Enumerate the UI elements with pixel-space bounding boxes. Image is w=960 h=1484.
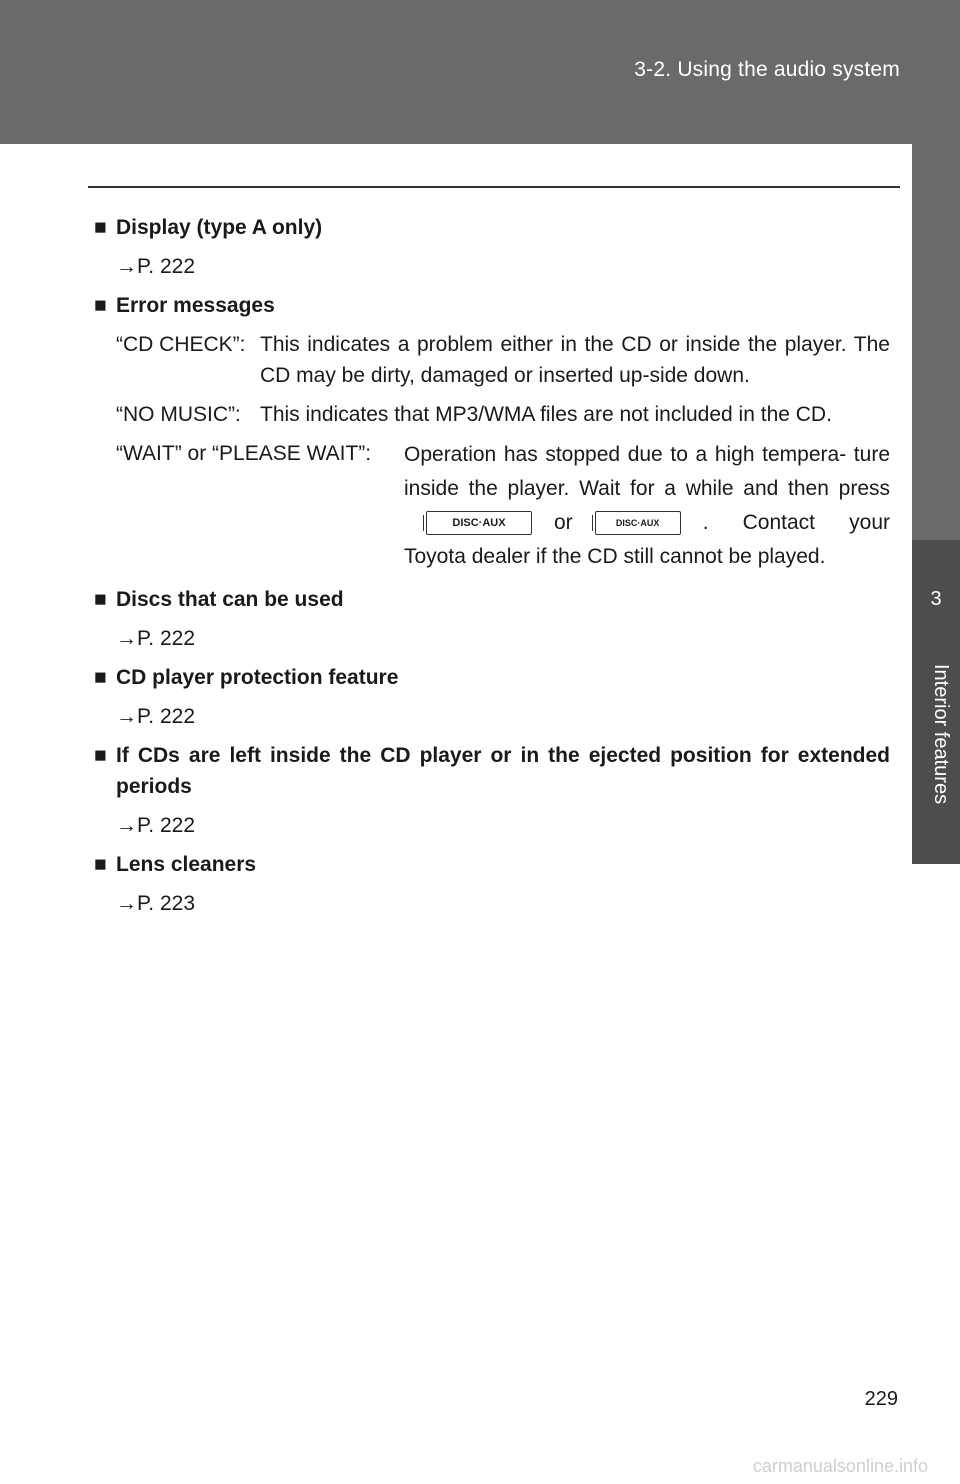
section-title-lens: ■Lens cleaners — [94, 849, 890, 880]
watermark: carmanualsonline.info — [752, 1456, 928, 1476]
bullet-icon: ■ — [94, 744, 107, 767]
chapter-label: Interior features — [930, 664, 952, 805]
error-term: “NO MUSIC”: — [116, 403, 241, 426]
chapter-side-tab: 3 Interior features — [912, 144, 960, 864]
error-term: “CD CHECK”: — [116, 333, 246, 356]
page-reference: →P. 222 — [116, 627, 196, 650]
bullet-icon: ■ — [94, 853, 107, 876]
error-description: This indicates that MP3/WMA files are no… — [260, 403, 832, 426]
disc-aux-button-small: DISC·AUX — [591, 511, 681, 536]
error-cd-check: “CD CHECK”: This indicates a problem eit… — [94, 329, 890, 391]
page-reference: →P. 222 — [116, 255, 196, 278]
section-title-left-inside: ■If CDs are left inside the CD player or… — [94, 740, 890, 802]
error-description: This indicates a problem either in the C… — [260, 333, 890, 387]
bullet-icon: ■ — [94, 588, 107, 611]
section-title-errors: ■Error messages — [94, 290, 890, 321]
error-term: “WAIT” or “PLEASE WAIT”: — [116, 442, 372, 465]
section-title-protection: ■CD player protection feature — [94, 662, 890, 693]
header-rule — [88, 186, 900, 188]
section-title-display: ■Display (type A only) — [94, 212, 890, 243]
error-description: Operation has stopped due to a high temp… — [404, 443, 890, 568]
side-tab-upper-band — [912, 144, 960, 540]
error-wait: “WAIT” or “PLEASE WAIT”: Operation has s… — [94, 438, 890, 574]
bullet-icon: ■ — [94, 216, 107, 239]
chapter-title: 3-2. Using the audio system — [634, 58, 900, 81]
page-header: 3-2. Using the audio system — [0, 0, 960, 144]
page-content: ■Display (type A only) →P. 222 ■Error me… — [94, 212, 890, 919]
chapter-number: 3 — [930, 588, 942, 610]
bullet-icon: ■ — [94, 294, 107, 317]
error-no-music: “NO MUSIC”: This indicates that MP3/WMA … — [94, 399, 890, 430]
bullet-icon: ■ — [94, 666, 107, 689]
page-number: 229 — [864, 1388, 898, 1410]
page-reference: →P. 222 — [116, 705, 196, 728]
section-title-discs: ■Discs that can be used — [94, 584, 890, 615]
disc-aux-button: DISC·AUX — [423, 511, 532, 536]
page-reference: →P. 222 — [116, 814, 196, 837]
page-reference: →P. 223 — [116, 892, 196, 915]
